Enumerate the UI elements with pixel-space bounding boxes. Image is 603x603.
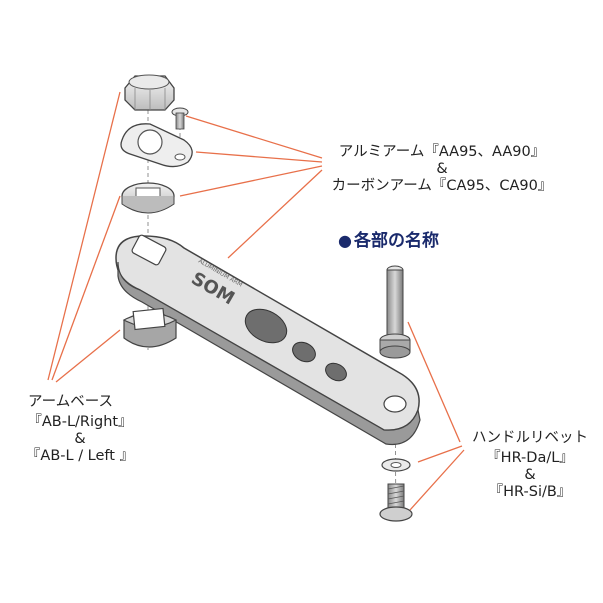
handle-rivet-pin-part: [379, 265, 411, 359]
handle-arm-part: SOM ALUMINIUM ARM: [115, 234, 421, 446]
handle-rivet-label-line1: ハンドルリベット: [472, 430, 588, 446]
arm-label: アルミアーム『AA95、AA90』 & カーボンアーム『CA95、CA90』: [322, 142, 562, 196]
section-title-text: 各部の名称: [353, 231, 439, 251]
arm-base-label-line3: &: [74, 431, 86, 447]
washer-part: [381, 458, 411, 472]
handle-rivet-label: ハンドルリベット 『HR-Da/L』 & 『HR-Si/B』: [462, 428, 598, 502]
arm-base-label-line1: アームベース: [28, 394, 113, 410]
arm-label-line3: カーボンアーム『CA95、CA90』: [331, 178, 553, 194]
arm-base-label-line2: 『AB-L/Right』: [27, 414, 133, 430]
handle-rivet-label-line3: &: [524, 467, 536, 483]
handle-rivet-label-line2: 『HR-Da/L』: [486, 450, 574, 466]
arm-base-part: [122, 307, 178, 348]
retainer-plate-part: [120, 123, 193, 168]
rivet-screw-part: [379, 483, 413, 522]
lock-nut-part: [124, 74, 175, 111]
square-collar-part: [121, 182, 175, 214]
leader-lines: [47, 91, 465, 511]
small-screw-part: [171, 107, 189, 130]
arm-label-line1: アルミアーム『AA95、AA90』: [338, 144, 546, 160]
arm-label-line2: &: [436, 161, 448, 177]
arm-base-label-line4: 『AB-L / Left 』: [25, 448, 135, 464]
arm-base-label: アームベース 『AB-L/Right』 & 『AB-L / Left 』: [14, 392, 146, 466]
section-title: ●各部の名称: [338, 226, 439, 251]
handle-rivet-label-line4: 『HR-Si/B』: [488, 484, 572, 500]
bullet-icon: ●: [338, 231, 352, 250]
